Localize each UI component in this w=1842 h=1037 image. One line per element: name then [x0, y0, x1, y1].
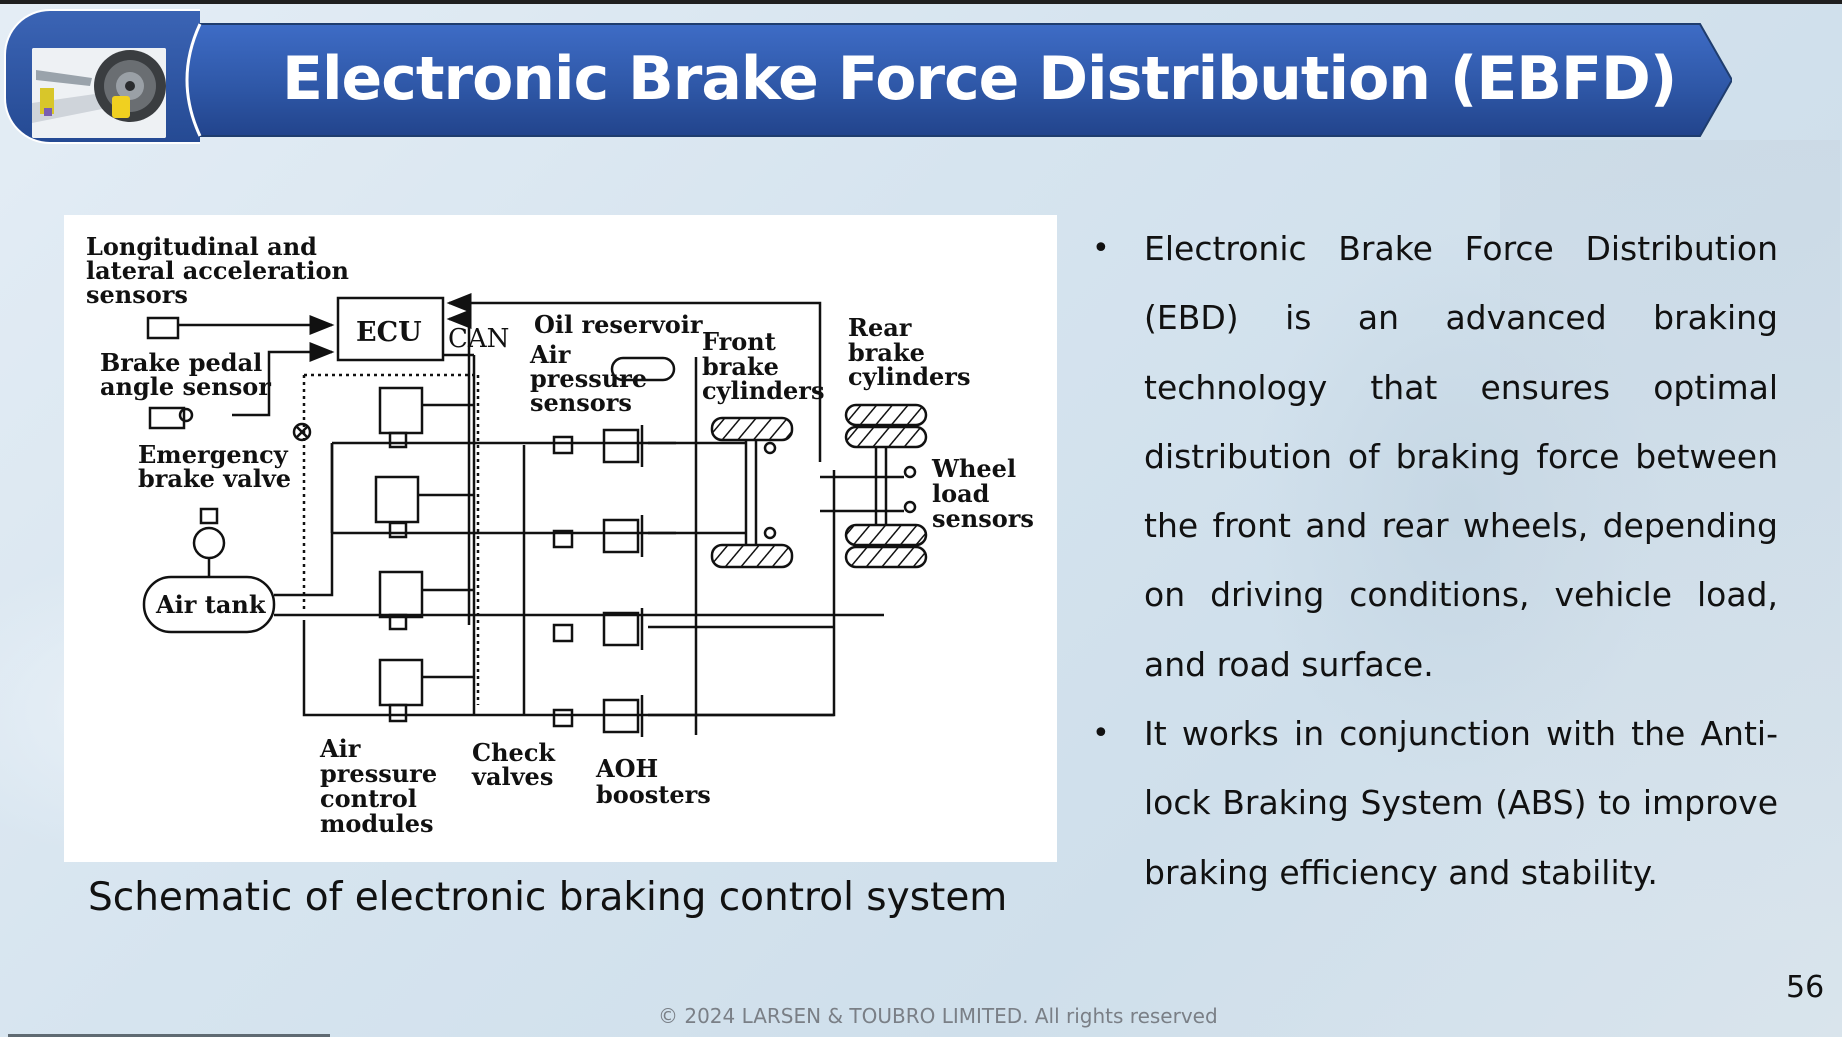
label-apcm: modules	[320, 809, 434, 838]
bullet-list: • Electronic Brake Force Distribution (E…	[1088, 214, 1778, 907]
bullet-icon: •	[1092, 231, 1110, 266]
label-air-pressure-sensors: pressure	[530, 364, 647, 393]
page-title: Electronic Brake Force Distribution (EBF…	[282, 44, 1677, 114]
schematic-diagram: Longitudinal and lateral acceleration se…	[64, 215, 1057, 862]
label-emergency-brake-valve: brake valve	[138, 464, 291, 493]
copyright-footer: © 2024 LARSEN & TOUBRO LIMITED. All righ…	[658, 1004, 1218, 1028]
bullet-item: • It works in conjunction with the Anti-…	[1088, 699, 1778, 907]
label-front-brake-cylinders: cylinders	[702, 376, 824, 405]
label-accel-sensors: sensors	[86, 280, 188, 309]
label-ecu: ECU	[356, 317, 422, 348]
label-oil-reservoir: Oil reservoir	[534, 310, 703, 339]
label-apcm: Air	[319, 734, 361, 763]
label-rear-brake-cylinders: brake	[848, 338, 925, 367]
label-apcm: pressure	[320, 759, 437, 788]
label-air-pressure-sensors: sensors	[530, 388, 632, 417]
label-check-valves: Check	[472, 738, 556, 767]
label-air-tank: Air tank	[155, 590, 267, 619]
page-number: 56	[1786, 970, 1825, 1005]
label-front-brake-cylinders: Front	[702, 327, 776, 356]
label-rear-brake-cylinders: cylinders	[848, 362, 970, 391]
label-apcm: control	[320, 784, 417, 813]
bullet-item: • Electronic Brake Force Distribution (E…	[1088, 214, 1778, 699]
window-top-edge	[0, 0, 1842, 4]
label-accel-sensors: Longitudinal and	[86, 232, 317, 261]
background-decoration	[1500, 140, 1840, 940]
label-aoh-boosters: boosters	[596, 780, 711, 809]
bottom-scroll-bar	[8, 1034, 330, 1037]
label-brake-pedal: Brake pedal	[100, 348, 262, 377]
bullet-icon: •	[1092, 716, 1110, 752]
label-brake-pedal: angle sensor	[100, 372, 271, 401]
label-rear-brake-cylinders: Rear	[848, 313, 912, 342]
ebfd-schematic-svg: Longitudinal and lateral acceleration se…	[86, 232, 1034, 838]
car-suspension-wheel-icon	[32, 48, 166, 138]
label-accel-sensors: lateral acceleration	[86, 256, 349, 285]
header-logo-tab	[4, 9, 200, 144]
label-aoh-boosters: AOH	[595, 754, 658, 783]
label-wheel-load-sensors: load	[932, 479, 990, 508]
diagram-caption: Schematic of electronic braking control …	[88, 875, 1008, 920]
bullet-text: It works in conjunction with the Anti-lo…	[1144, 714, 1778, 892]
label-air-pressure-sensors: Air	[529, 340, 571, 369]
label-can: CAN	[448, 324, 509, 354]
label-wheel-load-sensors: Wheel	[931, 454, 1016, 483]
title-banner	[185, 23, 1732, 137]
label-front-brake-cylinders: brake	[702, 352, 779, 381]
label-emergency-brake-valve: Emergency	[138, 440, 289, 469]
label-check-valves: valves	[471, 762, 553, 791]
bullet-text: Electronic Brake Force Distribution (EBD…	[1144, 229, 1778, 684]
label-wheel-load-sensors: sensors	[932, 504, 1034, 533]
